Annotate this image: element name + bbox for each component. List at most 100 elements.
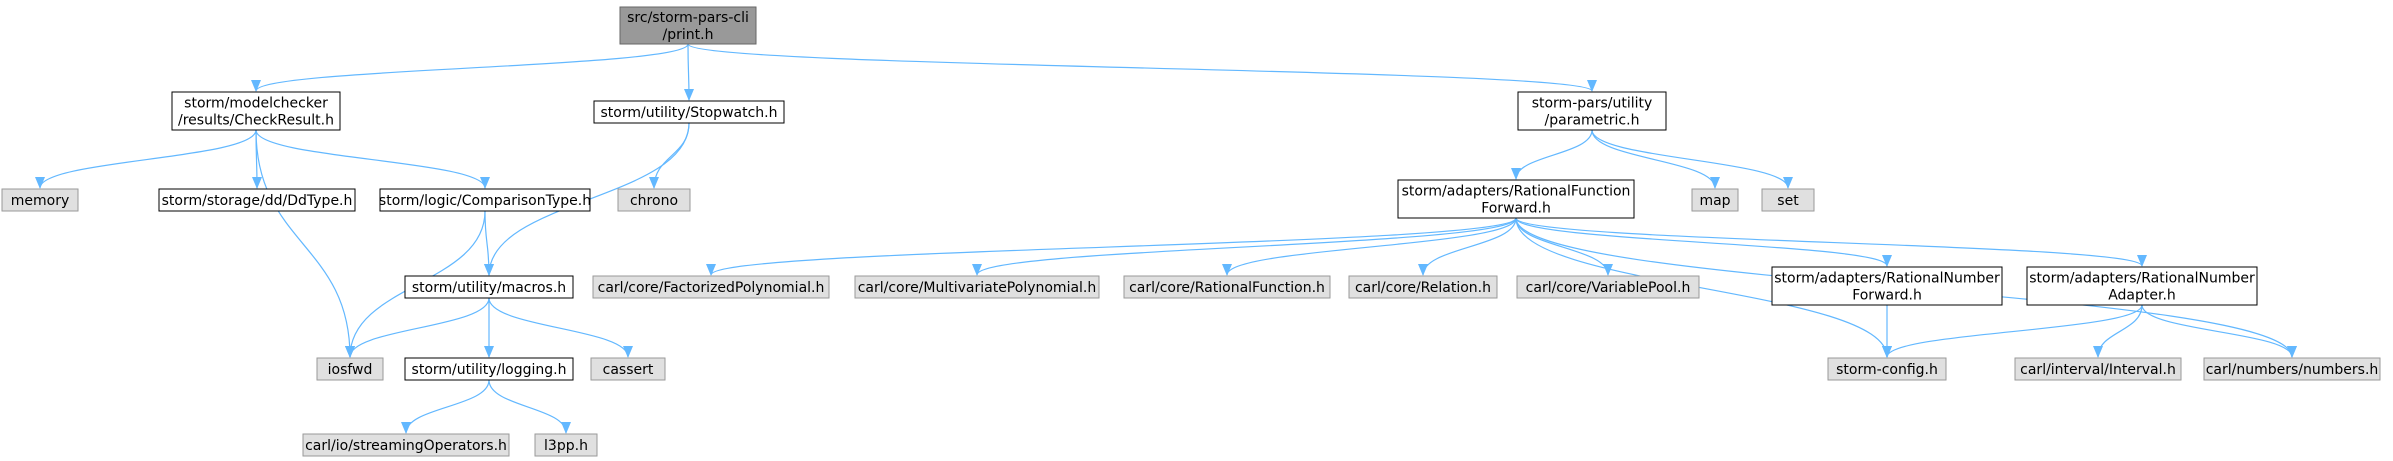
node-label-map: map (1699, 193, 1730, 209)
node-box-ratfunc (1123, 275, 1331, 299)
node-box-rff (1397, 179, 1635, 219)
node-label-rnf: storm/adapters/RationalNumber (1774, 271, 2000, 287)
edge-root-to-stopwatch (683, 43, 694, 101)
node-label-rff: Forward.h (1481, 201, 1551, 217)
node-label-parametric: storm-pars/utility (1532, 96, 1653, 112)
edge-rff-to-relation (1418, 217, 1517, 276)
edge-rna-to-numbers (2141, 304, 2297, 358)
node-ddtype[interactable]: storm/storage/dd/DdType.h (158, 188, 356, 212)
node-label-set: set (1777, 193, 1799, 209)
edge-logging-to-streamops (401, 379, 490, 434)
node-label-rna: Adapter.h (2108, 288, 2176, 304)
node-box-ddtype (158, 188, 356, 212)
node-label-chrono: chrono (630, 193, 678, 209)
node-multipoly[interactable]: carl/core/MultivariatePolynomial.h (854, 275, 1100, 299)
node-varpool[interactable]: carl/core/VariablePool.h (1516, 275, 1700, 299)
node-box-interval (2014, 357, 2182, 381)
node-set[interactable]: set (1761, 188, 1815, 212)
edge-checkresult-to-memory (35, 129, 257, 189)
edge-rff-to-rna (1515, 217, 2147, 267)
node-memory[interactable]: memory (1, 188, 79, 212)
node-label-factpoly: carl/core/FactorizedPolynomial.h (598, 280, 825, 296)
edge-macros-to-cassert (488, 297, 633, 358)
node-label-stopwatch: storm/utility/Stopwatch.h (601, 105, 778, 121)
node-streamops[interactable]: carl/io/streamingOperators.h (302, 433, 510, 457)
node-box-l3pp (534, 433, 598, 457)
node-label-ddtype: storm/storage/dd/DdType.h (162, 193, 353, 209)
node-parametric[interactable]: storm-pars/utility/parametric.h (1517, 91, 1667, 131)
node-checkresult[interactable]: storm/modelchecker/results/CheckResult.h (171, 91, 341, 131)
edge-checkresult-to-comparison (255, 129, 490, 189)
node-label-root: /print.h (663, 27, 714, 43)
node-interval[interactable]: carl/interval/Interval.h (2014, 357, 2182, 381)
node-label-streamops: carl/io/streamingOperators.h (305, 438, 507, 454)
node-box-multipoly (854, 275, 1100, 299)
node-label-varpool: carl/core/VariablePool.h (1526, 280, 1691, 296)
edges-layer (35, 43, 2297, 434)
node-stopwatch[interactable]: storm/utility/Stopwatch.h (593, 100, 785, 124)
node-box-checkresult (171, 91, 341, 131)
edge-rff-to-varpool (1515, 217, 1613, 276)
node-box-parametric (1517, 91, 1667, 131)
node-map[interactable]: map (1691, 188, 1739, 212)
edge-checkresult-to-iosfwd (255, 129, 355, 358)
node-label-macros: storm/utility/macros.h (412, 280, 566, 296)
edge-rna-to-interval (2093, 304, 2143, 358)
node-ratfunc[interactable]: carl/core/RationalFunction.h (1123, 275, 1331, 299)
node-label-stormconfig: storm-config.h (1836, 362, 1938, 378)
edge-rff-to-multipoly (972, 217, 1517, 276)
node-label-numbers: carl/numbers/numbers.h (2206, 362, 2379, 378)
node-relation[interactable]: carl/core/Relation.h (1348, 275, 1498, 299)
node-label-rnf: Forward.h (1852, 288, 1922, 304)
edge-macros-to-iosfwd (345, 297, 490, 358)
node-logging[interactable]: storm/utility/logging.h (404, 357, 574, 381)
node-cassert[interactable]: cassert (590, 357, 666, 381)
edge-rff-to-factpoly (706, 217, 1517, 276)
node-box-stopwatch (593, 100, 785, 124)
edge-rff-to-ratfunc (1222, 217, 1517, 276)
node-box-set (1761, 188, 1815, 212)
edge-rff-to-stormconfig (1515, 217, 1892, 358)
node-factpoly[interactable]: carl/core/FactorizedPolynomial.h (592, 275, 830, 299)
node-macros[interactable]: storm/utility/macros.h (404, 275, 574, 299)
node-label-comparison: storm/logic/ComparisonType.h (379, 193, 591, 209)
node-box-rnf (1771, 266, 2003, 306)
node-label-iosfwd: iosfwd (328, 362, 373, 378)
edge-rff-to-rnf (1515, 217, 1892, 267)
node-box-rna (2026, 266, 2258, 306)
edge-parametric-to-map (1591, 129, 1720, 189)
node-box-relation (1348, 275, 1498, 299)
node-comparison[interactable]: storm/logic/ComparisonType.h (379, 188, 591, 212)
node-stormconfig[interactable]: storm-config.h (1827, 357, 1947, 381)
node-box-logging (404, 357, 574, 381)
node-box-streamops (302, 433, 510, 457)
edge-root-to-checkresult (251, 43, 689, 92)
edge-parametric-to-rff (1511, 129, 1593, 180)
node-box-root (619, 6, 757, 45)
node-box-numbers (2203, 357, 2381, 381)
edge-comparison-to-macros (483, 210, 494, 276)
node-label-rff: storm/adapters/RationalFunction (1402, 184, 1631, 200)
node-chrono[interactable]: chrono (617, 188, 691, 212)
node-label-multipoly: carl/core/MultivariatePolynomial.h (858, 280, 1097, 296)
edge-stopwatch-to-chrono (649, 122, 690, 189)
node-label-cassert: cassert (603, 362, 654, 378)
node-numbers[interactable]: carl/numbers/numbers.h (2203, 357, 2381, 381)
node-box-stormconfig (1827, 357, 1947, 381)
node-label-checkresult: /results/CheckResult.h (178, 113, 334, 129)
node-root[interactable]: src/storm-pars-cli/print.h (619, 6, 757, 45)
nodes-layer: src/storm-pars-cli/print.h storm/modelche… (1, 6, 2381, 457)
node-iosfwd[interactable]: iosfwd (316, 357, 384, 381)
node-l3pp[interactable]: l3pp.h (534, 433, 598, 457)
node-label-logging: storm/utility/logging.h (412, 362, 567, 378)
node-box-varpool (1516, 275, 1700, 299)
node-box-macros (404, 275, 574, 299)
node-box-comparison (379, 188, 591, 212)
edge-parametric-to-set (1591, 129, 1793, 189)
node-label-l3pp: l3pp.h (544, 438, 588, 454)
node-box-memory (1, 188, 79, 212)
